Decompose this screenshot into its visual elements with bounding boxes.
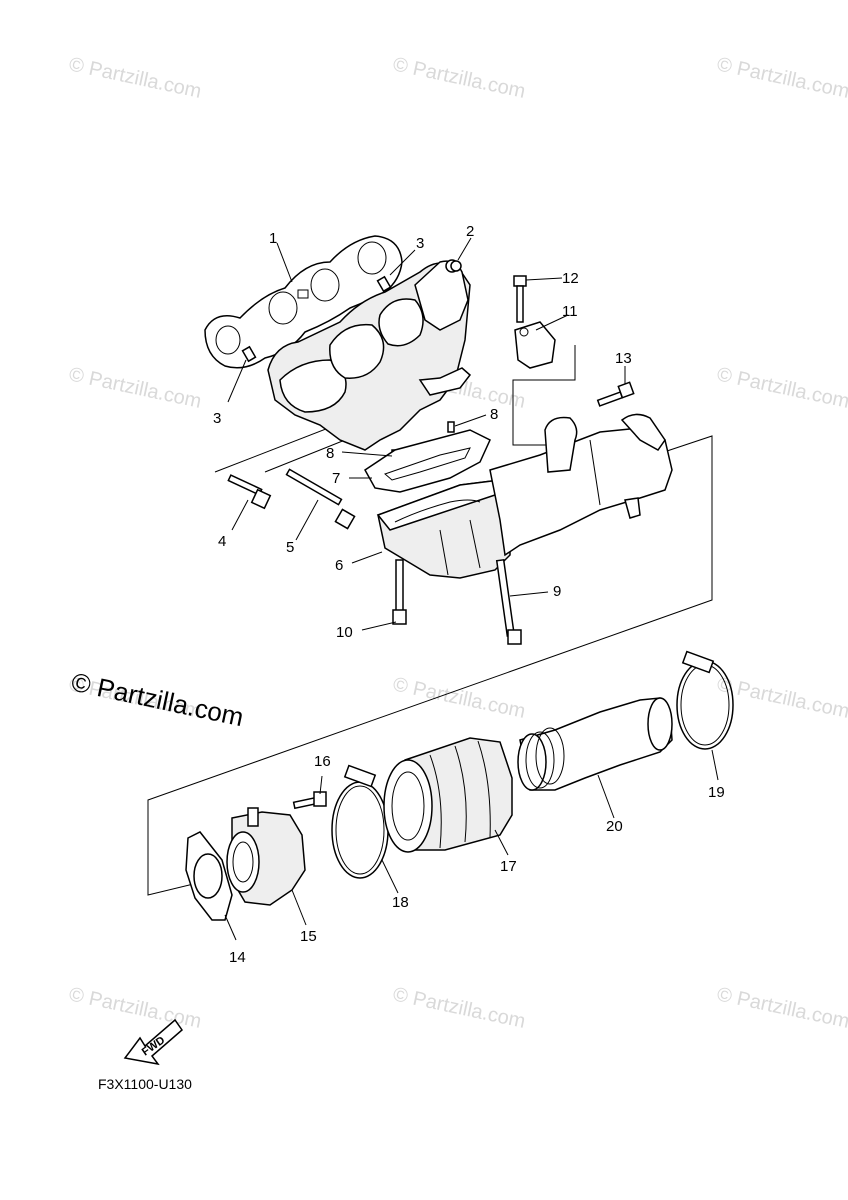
watermark: © Partzilla.com [391, 673, 527, 723]
watermark: © Partzilla.com [67, 53, 203, 103]
dowel-pin[interactable] [376, 275, 392, 293]
callout-19: 19 [708, 784, 725, 801]
callout-11: 11 [562, 303, 578, 320]
watermark: © Partzilla.com [715, 673, 848, 723]
callout-6: 6 [335, 557, 343, 574]
bolt[interactable] [513, 275, 527, 323]
bolt[interactable] [596, 381, 635, 407]
callout-14: 14 [229, 949, 246, 966]
watermark: © Partzilla.com [391, 53, 527, 103]
callout-7: 7 [332, 470, 340, 487]
diagram-code: F3X1100-U130 [98, 1076, 192, 1092]
callout-8: 8 [326, 445, 334, 462]
watermark: © Partzilla.com [715, 983, 848, 1033]
callout-4: 4 [218, 533, 226, 550]
bracket[interactable] [514, 321, 556, 369]
manifold-gasket[interactable] [204, 235, 403, 369]
watermark: © Partzilla.com [715, 53, 848, 103]
bolt[interactable] [227, 474, 272, 510]
watermark: © Partzilla.com [67, 983, 203, 1033]
plug[interactable] [450, 260, 462, 272]
callout-17: 17 [500, 858, 517, 875]
bolt[interactable] [495, 558, 522, 645]
exhaust-joint[interactable] [226, 807, 306, 906]
watermark: © Partzilla.com [391, 983, 527, 1033]
bolt[interactable] [285, 468, 356, 530]
exhaust-joint-gasket[interactable] [185, 831, 233, 921]
exhaust-pipe[interactable] [517, 697, 673, 791]
leader-lines [224, 237, 719, 941]
hose-clamp[interactable] [331, 764, 389, 879]
watermark: © Partzilla.com [67, 363, 203, 413]
callout-2: 2 [466, 223, 474, 240]
callout-20: 20 [606, 818, 623, 835]
exhaust-manifold[interactable] [267, 259, 472, 451]
callout-3: 3 [416, 235, 424, 252]
callout-8: 8 [490, 406, 498, 423]
callout-15: 15 [300, 928, 317, 945]
callout-5: 5 [286, 539, 294, 556]
watermark: © Partzilla.com [715, 363, 848, 413]
callout-13: 13 [615, 350, 632, 367]
callout-1: 1 [269, 230, 277, 247]
callout-16: 16 [314, 753, 331, 770]
exhaust-hose[interactable] [383, 737, 513, 853]
brand-watermark: © Partzilla.com [69, 667, 247, 733]
fwd-arrow-icon: FWD [123, 1018, 184, 1066]
callout-18: 18 [392, 894, 409, 911]
hose-clamp[interactable] [676, 650, 734, 750]
callout-12: 12 [562, 270, 579, 287]
exhaust-gasket[interactable] [364, 429, 491, 493]
bolt[interactable] [392, 559, 407, 625]
callout-3: 3 [213, 410, 221, 427]
water-jacket-pipe[interactable] [489, 413, 673, 557]
dowel-pin[interactable] [241, 345, 257, 363]
callouts: 1 2 3 3 4 5 6 7 8 8 9 10 11 12 13 14 15 … [213, 223, 725, 966]
callout-9: 9 [553, 583, 561, 600]
bolt[interactable] [292, 791, 327, 810]
pin[interactable] [447, 421, 455, 433]
callout-10: 10 [336, 624, 353, 641]
exhaust-chamber[interactable] [376, 479, 511, 579]
